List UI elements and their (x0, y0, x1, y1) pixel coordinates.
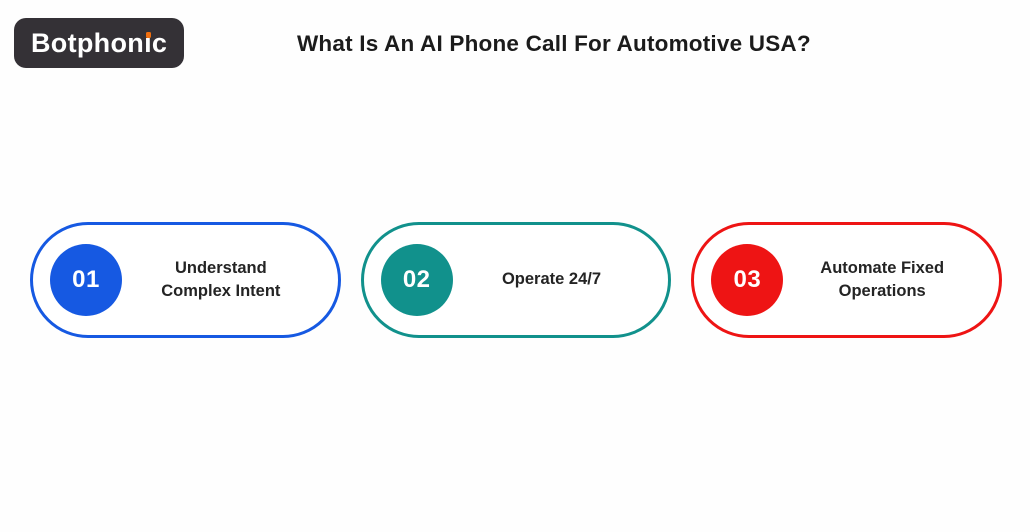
logo-i-dot (146, 31, 152, 38)
step-number-circle: 03 (711, 244, 784, 316)
step-number: 03 (733, 266, 762, 293)
step-label: Understand Complex Intent (161, 258, 281, 300)
logo-text-pre: Botphon (31, 27, 145, 58)
steps-row: 01 Understand Complex Intent 02 Operate … (30, 222, 1003, 338)
step-card-2: 02 Operate 24/7 (360, 222, 672, 338)
step-label: Automate Fixed Operations (820, 258, 945, 300)
step-number: 01 (72, 266, 100, 293)
step-number-circle: 02 (380, 244, 453, 316)
logo-text-post: c (151, 27, 168, 58)
step-label: Operate 24/7 (501, 270, 602, 289)
step-card-3: 03 Automate Fixed Operations (691, 222, 1003, 338)
logo-dotless-i: ı (144, 27, 152, 58)
step-card-1: 01 Understand Complex Intent (30, 222, 341, 338)
page-title: What Is An AI Phone Call For Automotive … (297, 31, 811, 56)
step-number-circle: 01 (50, 244, 122, 316)
step-number: 02 (402, 266, 431, 293)
logo-letter-i: ı (144, 28, 152, 59)
